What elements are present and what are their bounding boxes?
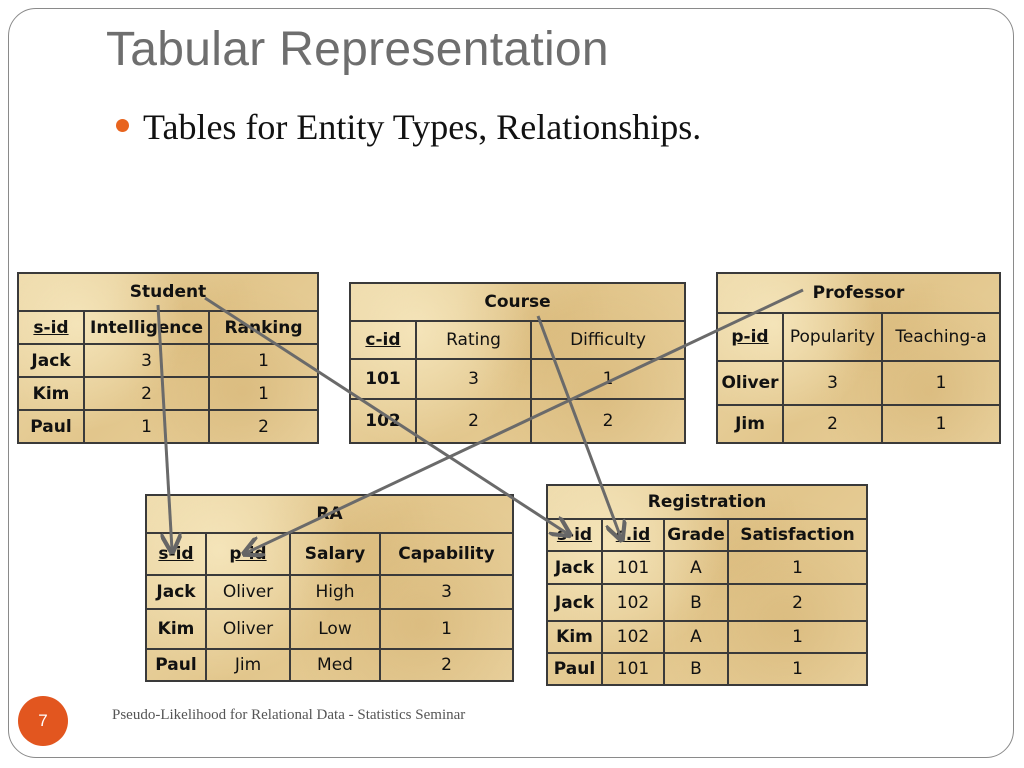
table-header: c.id	[601, 518, 665, 552]
table-cell: Oliver	[205, 608, 291, 650]
table-cell: Low	[289, 608, 381, 650]
registration-caption: Registration	[545, 484, 869, 520]
table-row: Jack 3 1	[17, 343, 319, 378]
table-row: Paul 101 B 1	[546, 652, 869, 686]
table-cell: Kim	[145, 608, 207, 650]
table-row: Kim Oliver Low 1	[145, 608, 514, 650]
table-cell: 2	[529, 398, 687, 444]
table-cell: 3	[782, 360, 883, 406]
table-row: Oliver 3 1	[716, 360, 1002, 406]
professor-table: Professor p-id Popularity Teaching-a Oli…	[715, 272, 1002, 444]
table-cell: Oliver	[716, 360, 784, 406]
table-cell: Jim	[716, 404, 784, 444]
table-cell: B	[663, 583, 729, 622]
table-cell: Paul	[17, 409, 85, 444]
table-cell: Med	[289, 648, 381, 682]
table-cell: 1	[726, 620, 869, 654]
table-cell: Oliver	[205, 574, 291, 610]
table-cell: Kim	[17, 376, 85, 411]
table-header: c-id	[349, 320, 417, 360]
table-cell: 1	[83, 409, 210, 444]
table-cell: Kim	[546, 620, 603, 654]
table-header: Ranking	[208, 310, 319, 345]
table-cell: 1	[208, 343, 319, 378]
table-cell: B	[663, 652, 729, 686]
table-cell: 101	[601, 550, 665, 585]
table-header: s-id	[17, 310, 85, 345]
table-header: Difficulty	[529, 320, 687, 360]
table-cell: 1	[726, 652, 869, 686]
table-row: Kim 2 1	[17, 376, 319, 411]
bullet-text: Tables for Entity Types, Relationships.	[143, 107, 702, 147]
table-cell: A	[663, 550, 729, 585]
bullet-item: Tables for Entity Types, Relationships.	[116, 106, 701, 148]
table-cell: 2	[83, 376, 210, 411]
table-cell: 3	[415, 358, 532, 400]
table-cell: Paul	[546, 652, 603, 686]
table-cell: 2	[415, 398, 532, 444]
table-cell: Jack	[17, 343, 85, 378]
table-cell: 2	[208, 409, 319, 444]
table-header: Popularity	[782, 312, 883, 362]
table-cell: 3	[83, 343, 210, 378]
table-header: p-id	[205, 532, 291, 576]
table-header: Intelligence	[83, 310, 210, 345]
table-row: Paul Jim Med 2	[145, 648, 514, 682]
table-cell: 1	[208, 376, 319, 411]
table-row: 102 2 2	[349, 398, 687, 444]
table-cell: Paul	[145, 648, 207, 682]
table-cell: 3	[379, 574, 514, 610]
course-table: Course c-id Rating Difficulty 101 3 1 10…	[348, 282, 687, 444]
registration-table: Registration s-id c.id Grade Satisfactio…	[545, 484, 869, 686]
table-cell: 1	[880, 360, 1002, 406]
table-cell: 1	[379, 608, 514, 650]
table-cell: Jack	[546, 583, 603, 622]
table-cell: High	[289, 574, 381, 610]
student-caption: Student	[17, 272, 319, 312]
student-table: Student s-id Intelligence Ranking Jack 3…	[17, 272, 319, 444]
table-header: s-id	[546, 518, 603, 552]
table-cell: Jim	[205, 648, 291, 682]
table-cell: 2	[379, 648, 514, 682]
table-header: s-id	[145, 532, 207, 576]
table-cell: 2	[726, 583, 869, 622]
table-row: Jim 2 1	[716, 404, 1002, 444]
table-header: Salary	[289, 532, 381, 576]
table-header: Teaching-a	[880, 312, 1002, 362]
professor-caption: Professor	[715, 272, 1002, 314]
table-header: Satisfaction	[726, 518, 869, 552]
table-row: Jack Oliver High 3	[145, 574, 514, 610]
bullet-dot-icon	[116, 118, 129, 132]
table-row: Jack 101 A 1	[546, 550, 869, 585]
slide-title: Tabular Representation	[106, 23, 609, 76]
table-cell: 2	[782, 404, 883, 444]
slide-footer: Pseudo-Likelihood for Relational Data - …	[112, 707, 466, 723]
table-cell: 1	[726, 550, 869, 585]
table-cell: 1	[880, 404, 1002, 444]
table-header: p-id	[716, 312, 784, 362]
table-row: Paul 1 2	[17, 409, 319, 444]
table-cell: 1	[529, 358, 687, 400]
table-row: Kim 102 A 1	[546, 620, 869, 654]
table-cell: 102	[601, 620, 665, 654]
table-cell: 101	[601, 652, 665, 686]
table-cell: 102	[349, 398, 417, 444]
ra-table: RA s-id p-id Salary Capability Jack Oliv…	[145, 494, 514, 682]
table-cell: 101	[349, 358, 417, 400]
table-row: 101 3 1	[349, 358, 687, 400]
table-cell: Jack	[145, 574, 207, 610]
table-header: Capability	[379, 532, 514, 576]
table-cell: Jack	[546, 550, 603, 585]
table-header: Rating	[415, 320, 532, 360]
table-row: Jack 102 B 2	[546, 583, 869, 622]
table-header: Grade	[663, 518, 729, 552]
table-cell: 102	[601, 583, 665, 622]
ra-caption: RA	[145, 494, 514, 534]
course-caption: Course	[348, 282, 687, 322]
table-cell: A	[663, 620, 729, 654]
page-number-badge: 7	[18, 696, 68, 746]
